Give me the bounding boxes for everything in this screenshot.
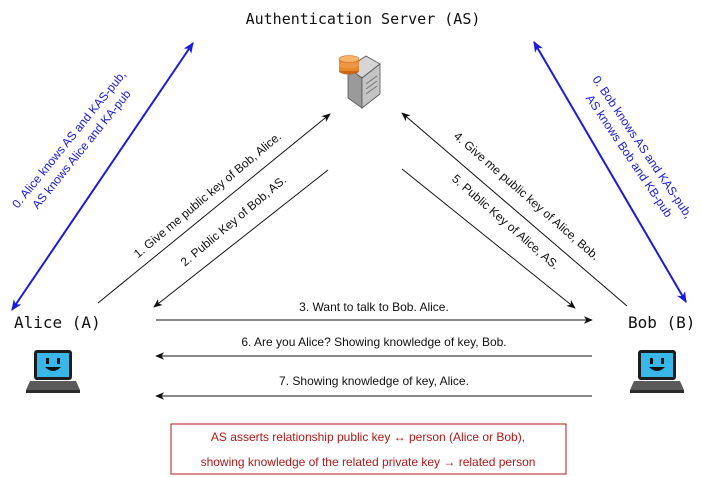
assertion-note-box [170,423,567,475]
message-2-arrow [153,169,329,308]
alice-label: Alice (A) [14,313,101,332]
message-3-label: 3. Want to talk to Bob. Alice. [299,300,449,314]
alice-knowledge-line1: 0. Alice knows AS and KAS-pub, [9,68,129,211]
alice-laptop-icon [26,350,80,393]
message-6-label: 6. Are you Alice? Showing knowledge of k… [241,335,506,349]
message-7-label: 7. Showing knowledge of key, Alice. [279,374,469,388]
assertion-note-line2: showing knowledge of the related private… [201,455,536,469]
message-5-arrow [401,168,576,309]
message-1-arrow [97,113,331,304]
server-title: Authentication Server (AS) [246,10,481,28]
message-2-label: 2. Public Key of Bob, AS. [178,173,289,269]
bob-laptop-icon [630,350,684,393]
alice-knowledge-arrow [11,42,194,311]
bob-knowledge-line2: AS knows Bob and KB-pub [583,92,676,220]
alice-knowledge-text: 0. Alice knows AS and KAS-pub, AS knows … [9,68,134,212]
assertion-note-line1: AS asserts relationship public key ↔ per… [211,430,525,444]
bob-label: Bob (B) [628,313,695,332]
bob-knowledge-arrow [533,41,687,303]
bob-knowledge-text: 0. Bob knows AS and KAS-pub, AS knows Bo… [583,73,696,221]
bob-knowledge-line1: 0. Bob knows AS and KAS-pub, [589,73,695,221]
server-database-icon [338,55,381,109]
message-4-arrow [401,112,628,307]
alice-knowledge-line2: AS knows Alice and KA-pub [29,87,134,212]
